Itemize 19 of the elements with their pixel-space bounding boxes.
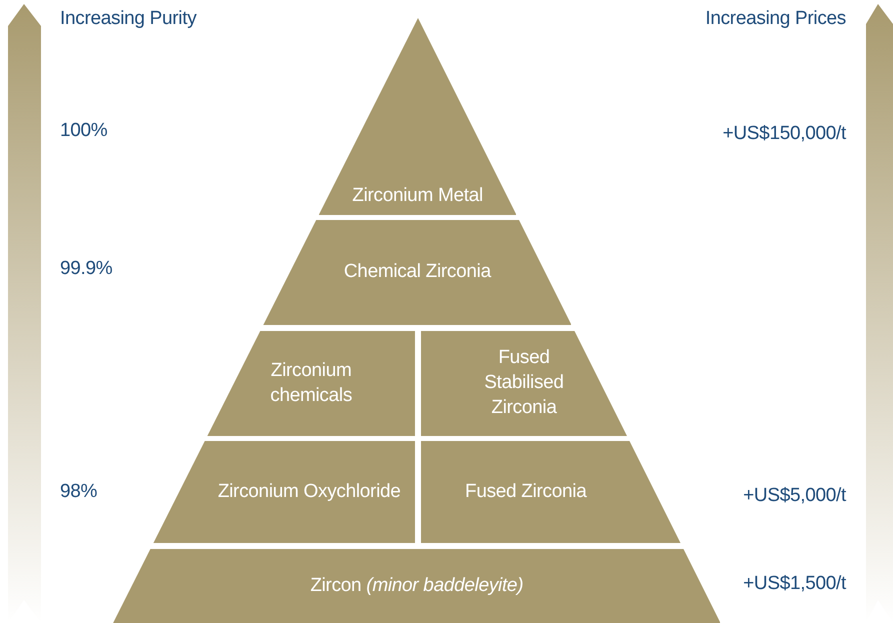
- pyramid-tier: [421, 331, 627, 436]
- price-value: +US$1,500/t: [743, 573, 846, 595]
- tier-label: Zircon (minor baddeleyite): [310, 574, 524, 598]
- tier-label: Fused Stabilised Zirconia: [483, 346, 565, 420]
- tier-label: Zirconium Metal: [352, 184, 483, 208]
- tier-label: Zirconium Oxychloride: [218, 480, 401, 504]
- pyramid-tier: [421, 441, 680, 543]
- pyramid-tier: [153, 441, 415, 543]
- price-value: +US$5,000/t: [743, 485, 846, 507]
- purity-value: 99.9%: [60, 258, 112, 280]
- tier-label: Zirconium chemicals: [269, 358, 354, 408]
- purity-value: 100%: [60, 120, 108, 142]
- price-value: +US$150,000/t: [722, 123, 846, 145]
- tier-label: Fused Zirconia: [465, 480, 586, 504]
- purity-value: 98%: [60, 481, 98, 503]
- axis-title: Increasing Prices: [705, 8, 846, 30]
- tier-label: Chemical Zirconia: [344, 260, 491, 284]
- pyramid-tier: [207, 331, 415, 436]
- axis-title: Increasing Purity: [60, 8, 196, 30]
